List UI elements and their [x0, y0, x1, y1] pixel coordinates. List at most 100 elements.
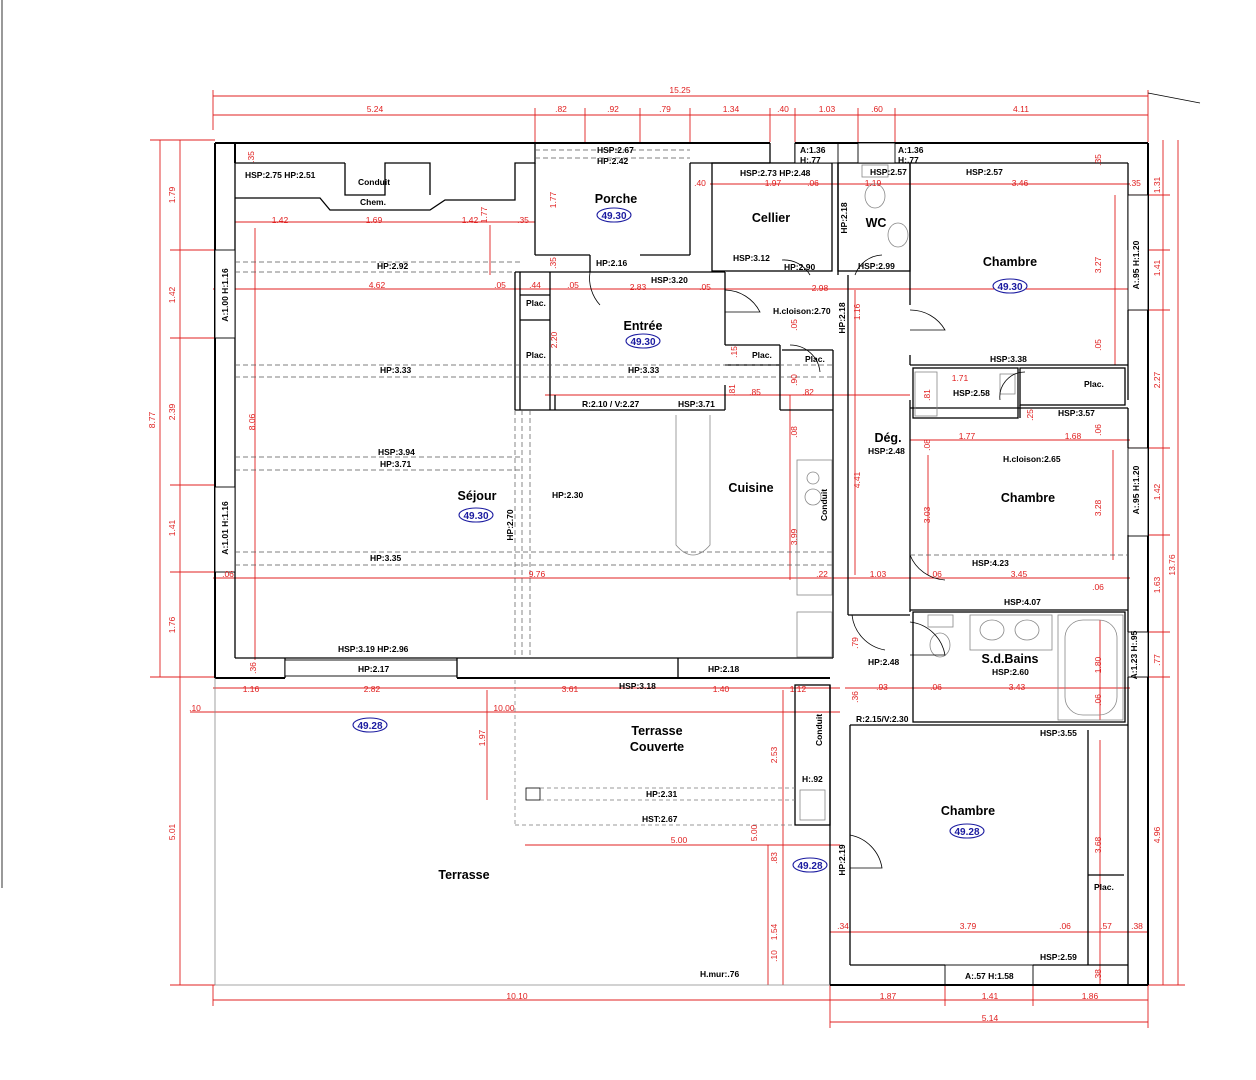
svg-text:1.40: 1.40	[713, 684, 730, 694]
svg-text:1.31: 1.31	[1152, 176, 1162, 193]
svg-text:.93: .93	[876, 682, 888, 692]
badge-chambre-1: 49.30	[992, 278, 1028, 294]
corner-line	[1147, 92, 1201, 104]
svg-text:1.80: 1.80	[1093, 656, 1103, 673]
svg-text:2.20: 2.20	[549, 331, 559, 348]
svg-text:1.41: 1.41	[982, 991, 999, 1001]
svg-text:.77: .77	[1152, 654, 1162, 666]
room-entree: Entrée	[624, 319, 663, 333]
label-hsp-394: HSP:3.94	[378, 447, 415, 457]
room-terrasse-couverte-2: Couverte	[630, 740, 684, 754]
label-hp-218-v1: HP:2.18	[839, 202, 849, 233]
svg-text:.34: .34	[837, 921, 849, 931]
svg-text:2.98: 2.98	[812, 283, 829, 293]
label-conduit-2: Conduit	[819, 489, 829, 521]
elevation-badges: 49.30 49.30 49.30 49.30 49.28 49.28 49.2…	[352, 207, 1028, 873]
label-conduit-3: Conduit	[814, 714, 824, 746]
svg-text:1.63: 1.63	[1152, 576, 1162, 593]
label-a95-1: A:.95 H:1.20	[1131, 240, 1141, 289]
svg-text:.36: .36	[850, 691, 860, 703]
label-hsp-407: HSP:4.07	[1004, 597, 1041, 607]
svg-text:.81: .81	[922, 389, 932, 401]
svg-text:.82: .82	[802, 387, 814, 397]
svg-text:49.30: 49.30	[601, 211, 626, 222]
label-chem: Chem.	[360, 197, 386, 207]
svg-text:10.10: 10.10	[506, 991, 528, 1001]
label-hsp-257-1: HSP:2.57	[870, 167, 907, 177]
svg-text:.05: .05	[567, 280, 579, 290]
label-h92: H:.92	[802, 774, 823, 784]
svg-text:.15: .15	[729, 346, 739, 358]
svg-text:2.53: 2.53	[769, 746, 779, 763]
svg-text:49.30: 49.30	[997, 282, 1022, 293]
svg-text:2.82: 2.82	[364, 684, 381, 694]
svg-text:.83: .83	[769, 852, 779, 864]
svg-text:.06: .06	[1093, 694, 1103, 706]
label-r215: R:2.15/V:2.30	[856, 714, 909, 724]
svg-text:.35: .35	[517, 215, 529, 225]
label-hp-333-1: HP:3.33	[380, 365, 411, 375]
svg-text:1.42: 1.42	[272, 215, 289, 225]
label-hsp-320: HSP:3.20	[651, 275, 688, 285]
label-a100: A:1.00 H:1.16	[220, 268, 230, 322]
svg-text:3.27: 3.27	[1093, 256, 1103, 273]
badge-chambre-3: 49.28	[949, 823, 985, 839]
label-plac-2: Plac.	[526, 350, 546, 360]
label-h77-2: H:.77	[898, 155, 919, 165]
svg-text:.82: .82	[555, 104, 567, 114]
svg-text:49.28: 49.28	[954, 827, 979, 838]
label-hp-217: HP:2.17	[358, 664, 389, 674]
svg-text:1.77: 1.77	[959, 431, 976, 441]
badge-sejour: 49.30	[458, 507, 494, 523]
label-plac-4: Plac.	[805, 354, 825, 364]
label-hsp-371: HSP:3.71	[678, 399, 715, 409]
doors	[589, 254, 1026, 869]
badge-entree: 49.30	[625, 333, 661, 349]
label-hsp-273: HSP:2.73 HP:2.48	[740, 168, 811, 178]
svg-text:3.28: 3.28	[1093, 499, 1103, 516]
svg-text:1.42: 1.42	[462, 215, 479, 225]
label-hp-216: HP:2.16	[596, 258, 627, 268]
svg-text:8.06: 8.06	[247, 413, 257, 430]
svg-text:.44: .44	[529, 280, 541, 290]
label-hsp-258: HSP:2.58	[953, 388, 990, 398]
label-hp-371: HP:3.71	[380, 459, 411, 469]
svg-text:.57: .57	[1100, 921, 1112, 931]
svg-text:1.41: 1.41	[1152, 259, 1162, 276]
label-r210: R:2.10 / V:2.27	[582, 399, 639, 409]
label-a95-2: A:.95 H:1.20	[1131, 465, 1141, 514]
label-hsp-319: HSP:3.19 HP:2.96	[338, 644, 409, 654]
label-hp-218: HP:2.18	[708, 664, 739, 674]
svg-text:1.41: 1.41	[167, 519, 177, 536]
label-hsp-357: HSP:3.57	[1058, 408, 1095, 418]
room-wc: WC	[866, 216, 887, 230]
label-a123: A:1.23 H:.95	[1129, 630, 1139, 679]
label-hp-333-2: HP:3.33	[628, 365, 659, 375]
label-hcloison-270: H.cloison:2.70	[773, 306, 831, 316]
svg-text:4.62: 4.62	[369, 280, 386, 290]
room-sdb: S.d.Bains	[982, 652, 1039, 666]
svg-text:1.97: 1.97	[477, 729, 487, 746]
svg-text:.35: .35	[1093, 154, 1103, 166]
svg-text:4.96: 4.96	[1152, 826, 1162, 843]
label-plac-1: Plac.	[526, 298, 546, 308]
svg-text:.06: .06	[1092, 582, 1104, 592]
svg-text:2.39: 2.39	[167, 403, 177, 420]
svg-text:5.24: 5.24	[367, 104, 384, 114]
svg-text:9.76: 9.76	[529, 569, 546, 579]
label-hp-248: HP:2.48	[868, 657, 899, 667]
room-chambre-2: Chambre	[1001, 491, 1055, 505]
badge-terrasse: 49.28	[352, 717, 388, 733]
label-hcloison-265: H.cloison:2.65	[1003, 454, 1061, 464]
svg-text:.36: .36	[248, 662, 258, 674]
room-chambre-3: Chambre	[941, 804, 995, 818]
label-plac-5: Plac.	[1084, 379, 1104, 389]
svg-text:13.76: 13.76	[1167, 554, 1177, 576]
svg-text:.10: .10	[769, 950, 779, 962]
svg-text:1.16: 1.16	[243, 684, 260, 694]
svg-text:15.25: 15.25	[669, 85, 691, 95]
room-cuisine: Cuisine	[728, 481, 773, 495]
label-a136-2: A:1.36	[898, 145, 924, 155]
svg-text:3.03: 3.03	[922, 506, 932, 523]
